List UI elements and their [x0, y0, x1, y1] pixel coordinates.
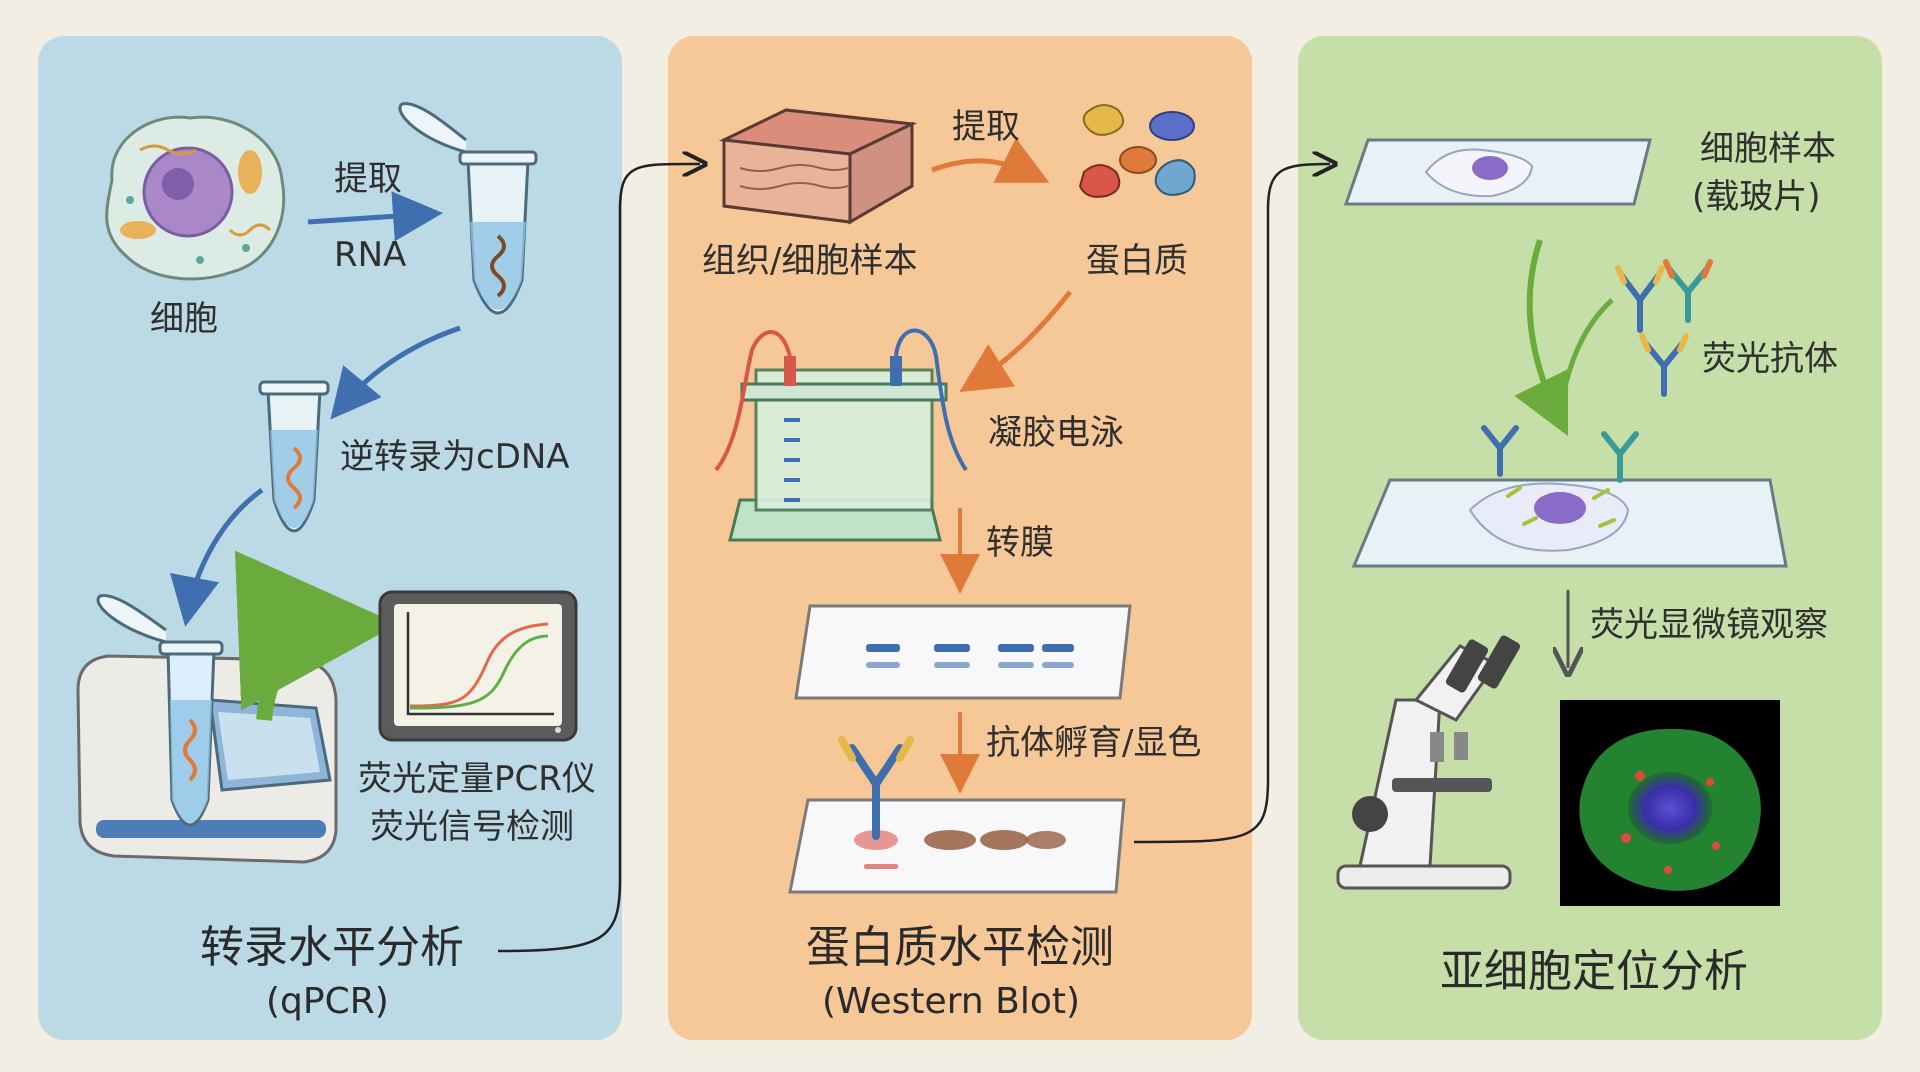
- arrow-extract-protein: [931, 137, 1050, 183]
- microscope: [1336, 635, 1521, 890]
- arrow-to-monitor: [234, 550, 398, 721]
- gel-electrophoresis: [714, 328, 968, 542]
- arrow-add-antibody: [1514, 239, 1569, 437]
- label-extract-1: 提取: [334, 159, 402, 199]
- label-gel-electrophoresis: 凝胶电泳: [988, 413, 1124, 453]
- developed-blot: [788, 736, 1126, 894]
- label-rna: RNA: [334, 235, 407, 275]
- cell-illustration: [105, 115, 286, 281]
- label-slide: (载玻片): [1692, 177, 1821, 217]
- label-antibody-incubation: 抗体孵育/显色: [986, 723, 1202, 763]
- arrow-to-gel: [959, 290, 1072, 393]
- cdna-tube: [258, 380, 330, 533]
- arrow-to-reverse-transcription: [330, 325, 461, 420]
- label-fluorescent-antibody: 荧光抗体: [1702, 339, 1838, 379]
- label-reverse-transcription: 逆转录为cDNA: [340, 437, 570, 477]
- fluorescence-image: [1560, 700, 1780, 906]
- label-fluorescence-microscope: 荧光显微镜观察: [1590, 605, 1828, 645]
- protein-blobs: [1078, 104, 1196, 198]
- label-qpcr-instrument: 荧光定量PCR仪: [358, 759, 596, 799]
- label-cell: 细胞: [150, 299, 218, 339]
- title-western-blot: 蛋白质水平检测: [806, 922, 1114, 973]
- label-transfer: 转膜: [986, 523, 1054, 563]
- stained-slide: [1351, 425, 1788, 568]
- subtitle-western-blot: (Western Blot): [822, 981, 1081, 1022]
- label-cell-sample: 细胞样本: [1700, 129, 1836, 169]
- sample-slide: [1343, 138, 1652, 206]
- connector-western-to-localization: [1133, 164, 1330, 844]
- arrow-to-pcr-machine: [170, 487, 264, 627]
- label-protein: 蛋白质: [1086, 241, 1188, 281]
- title-localization: 亚细胞定位分析: [1440, 946, 1748, 997]
- arrow-extract-rna: [307, 191, 443, 242]
- rna-tube: [398, 102, 538, 315]
- title-qpcr: 转录水平分析: [200, 922, 464, 973]
- subtitle-qpcr: (qPCR): [266, 981, 389, 1022]
- tissue-block: [718, 108, 918, 225]
- label-tissue-sample: 组织/细胞样本: [702, 241, 918, 281]
- label-fluorescence-detection: 荧光信号检测: [370, 807, 574, 847]
- blot-membrane: [794, 604, 1132, 700]
- fluorescent-antibodies: [1615, 259, 1713, 397]
- label-extract-2: 提取: [952, 107, 1020, 147]
- qpcr-monitor: [378, 590, 578, 742]
- arrow-antibody-merge: [1559, 298, 1614, 401]
- connector-qpcr-to-western: [497, 164, 700, 953]
